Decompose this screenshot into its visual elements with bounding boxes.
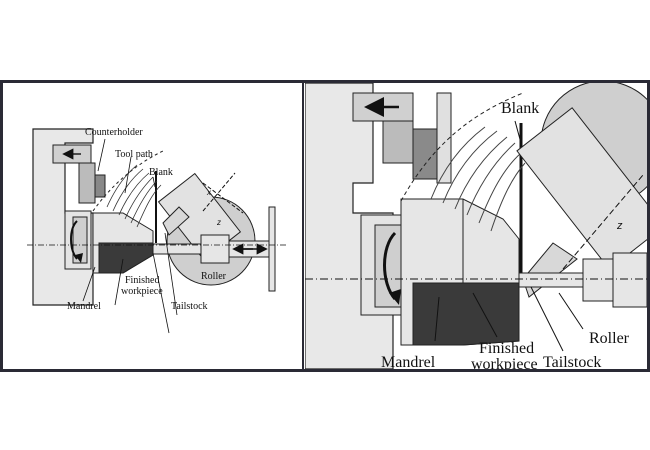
label-tailstock: Tailstock (171, 301, 208, 312)
tool-path-zoom (430, 126, 526, 232)
tool-holder-zoom (516, 107, 647, 270)
blank-outline (92, 150, 164, 212)
label-finished-1: Finished (125, 275, 159, 286)
rotation-arrow (70, 220, 78, 260)
label-finished-2: workpiece (121, 286, 163, 297)
z-axis-label: z (216, 218, 221, 227)
finished-workpiece (98, 242, 154, 274)
tailstock-shaft (152, 243, 204, 255)
roller-zoom (522, 242, 578, 298)
roller (162, 206, 190, 236)
label-tailstock-zoom: Tailstock (543, 354, 601, 369)
label-counterholder: Counterholder (85, 127, 143, 138)
tailstock-body (200, 234, 230, 264)
label-roller-zoom: Roller (589, 330, 630, 347)
spinning-diagram: x z Counterholder Tool path Blank Finish… (27, 83, 647, 369)
label-finished-1-zoom: Finished (479, 340, 534, 357)
left-panel: x z Counterholder Tool path Blank Finish… (27, 127, 287, 334)
label-blank-zoom: Blank (501, 100, 539, 117)
label-blank: Blank (149, 167, 173, 178)
label-mandrel-zoom: Mandrel (381, 354, 436, 369)
label-tool-path: Tool path (115, 149, 153, 160)
right-panel: z Blank Finished workpiece Roller Mandre… (305, 83, 647, 369)
finished-workpiece-zoom (412, 282, 520, 346)
x-axis-label: x (206, 188, 212, 197)
z-axis-label-zoom: z (616, 220, 623, 232)
tailstock-body-zoom (582, 258, 614, 302)
counterholder-arm (78, 162, 96, 204)
label-mandrel: Mandrel (67, 301, 101, 312)
figure-frame: x z Counterholder Tool path Blank Finish… (0, 80, 650, 372)
label-roller: Roller (201, 271, 227, 282)
label-finished-2-zoom: workpiece (471, 356, 538, 369)
blank-outline-zoom (400, 92, 524, 202)
